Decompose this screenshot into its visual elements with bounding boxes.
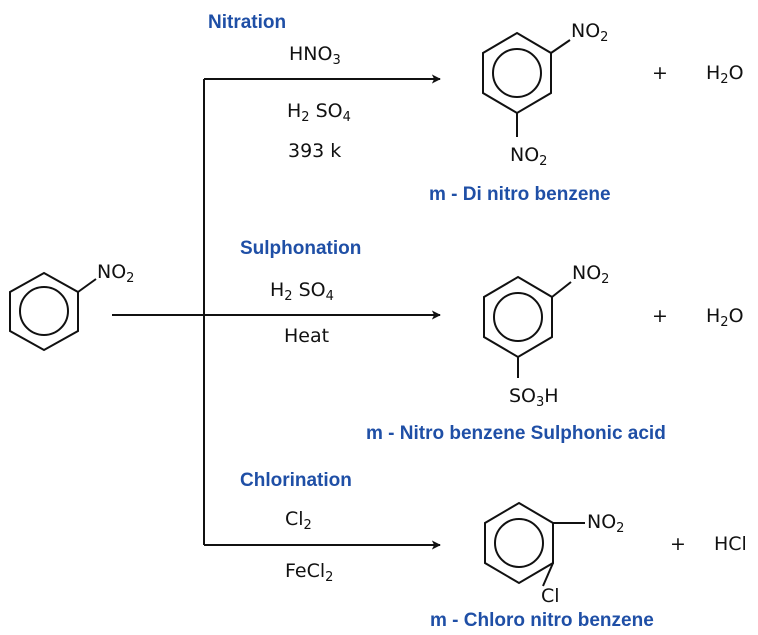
sulphonation-aromatic-circle — [493, 292, 543, 342]
chlorination-heading: Chlorination — [240, 470, 352, 491]
nitration-reagent-h2so4: H2 SO4 — [287, 100, 351, 125]
nitration-top-bond — [550, 39, 571, 54]
chlorination-product-name: m - Chloro nitro benzene — [430, 610, 654, 631]
chlorination-reagent-cl2: Cl2 — [285, 508, 312, 533]
sulphonation-product-name: m - Nitro benzene Sulphonic acid — [366, 423, 666, 444]
chlorination-reaction: Chlorination Cl2 FeCl2 NO2 Cl + HCl m - … — [240, 470, 747, 631]
reactant-substituent-bond — [77, 278, 97, 293]
sulphonation-reaction: Sulphonation H2 SO4 Heat NO2 SO3H + H2O … — [240, 238, 744, 444]
chlorination-product-cl: Cl — [541, 585, 560, 607]
sulphonation-reagent-h2so4: H2 SO4 — [270, 279, 334, 304]
nitration-byproduct-h2o: H2O — [706, 62, 744, 87]
chlorination-byproduct-hcl: HCl — [714, 533, 747, 555]
reactant-no2-label: NO2 — [97, 261, 134, 286]
chlorination-cl-bond — [542, 562, 554, 587]
nitration-product-name: m - Di nitro benzene — [429, 184, 611, 205]
sulphonation-top-bond — [551, 281, 572, 298]
chlorination-plus: + — [670, 533, 686, 555]
reactant-aromatic-circle — [19, 286, 69, 336]
sulphonation-product-no2: NO2 — [572, 262, 609, 287]
chlorination-reagent-fecl2: FeCl2 — [285, 560, 333, 585]
nitration-aromatic-circle — [492, 48, 542, 98]
reactant-nitrobenzene: NO2 — [9, 261, 134, 352]
sulphonation-condition: Heat — [284, 325, 329, 347]
nitration-product-no2-bottom: NO2 — [510, 144, 547, 169]
nitration-reaction: Nitration HNO3 H2 SO4 393 k NO2 NO2 + H2… — [208, 12, 744, 205]
sulphonation-heading: Sulphonation — [240, 238, 361, 259]
chlorination-product-no2: NO2 — [587, 511, 624, 536]
chlorination-aromatic-circle — [494, 518, 544, 568]
sulphonation-byproduct-h2o: H2O — [706, 305, 744, 330]
nitration-condition: 393 k — [288, 140, 341, 162]
sulphonation-product-so3h: SO3H — [509, 385, 559, 410]
nitration-heading: Nitration — [208, 12, 286, 33]
nitration-product-no2-top: NO2 — [571, 20, 608, 45]
nitration-reagent-hno3: HNO3 — [289, 43, 341, 68]
nitration-plus: + — [652, 62, 668, 84]
sulphonation-plus: + — [652, 305, 668, 327]
